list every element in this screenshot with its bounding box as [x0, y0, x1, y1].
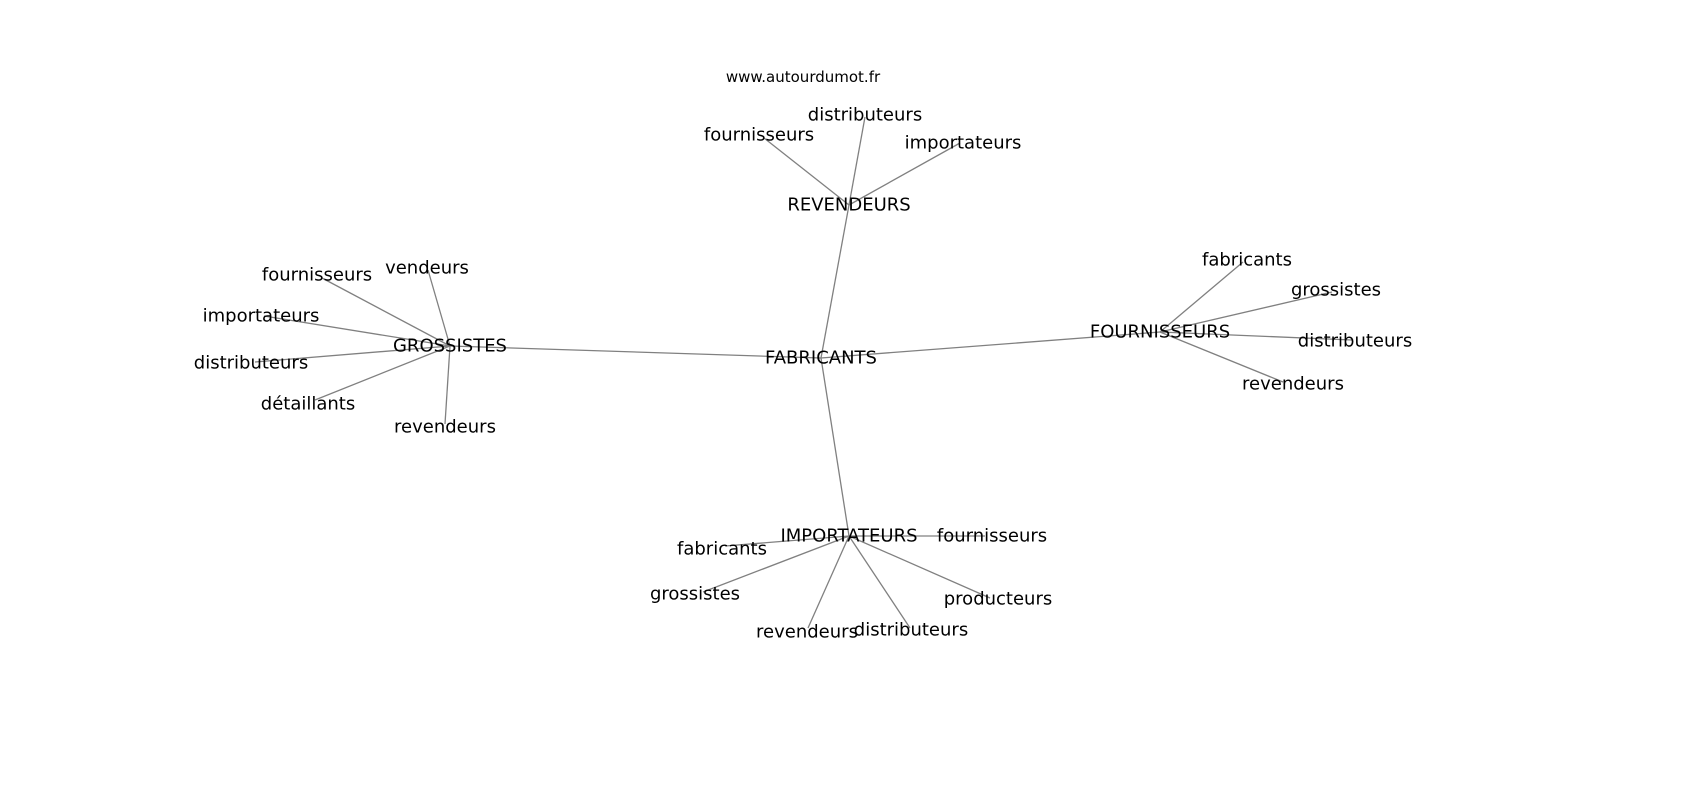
- edge-hub-leaf: [254, 345, 451, 363]
- leaf-node-label[interactable]: fournisseurs: [704, 125, 814, 146]
- leaf-node-label[interactable]: distributeurs: [194, 353, 308, 374]
- leaf-node-label[interactable]: distributeurs: [854, 620, 968, 641]
- edge-hub-leaf: [763, 137, 850, 206]
- hub-node-label[interactable]: FOURNISSEURS: [1090, 322, 1230, 343]
- edge-center-hub: [820, 357, 850, 537]
- watermark-text: www.autourdumot.fr: [726, 68, 881, 86]
- edge-center-hub: [820, 204, 850, 359]
- leaf-node-label[interactable]: distributeurs: [808, 105, 922, 126]
- leaf-node-label[interactable]: fournisseurs: [937, 526, 1047, 547]
- edge-center-hub: [449, 345, 822, 359]
- edge-hub-leaf: [848, 535, 991, 599]
- edge-hub-leaf: [848, 142, 961, 206]
- edge-hub-leaf: [427, 269, 451, 347]
- leaf-node-label[interactable]: revendeurs: [1242, 374, 1344, 395]
- edge-hub-leaf: [724, 535, 850, 547]
- edge-hub-leaf: [1159, 261, 1244, 333]
- leaf-node-label[interactable]: importateurs: [905, 133, 1022, 154]
- leaf-node-label[interactable]: revendeurs: [756, 622, 858, 643]
- edge-hub-leaf: [702, 535, 850, 593]
- edge-hub-leaf: [1159, 331, 1284, 383]
- edge-hub-leaf: [321, 277, 451, 347]
- leaf-node-label[interactable]: producteurs: [944, 589, 1053, 610]
- leaf-node-label[interactable]: revendeurs: [394, 417, 496, 438]
- edge-hub-leaf: [848, 116, 866, 206]
- hub-node-label[interactable]: IMPORTATEURS: [780, 526, 917, 547]
- leaf-node-label[interactable]: grossistes: [1291, 280, 1381, 301]
- leaf-node-label[interactable]: distributeurs: [1298, 331, 1412, 352]
- leaf-node-label[interactable]: vendeurs: [385, 258, 469, 279]
- leaf-node-label[interactable]: fabricants: [1202, 250, 1292, 271]
- edge-hub-leaf: [444, 345, 451, 425]
- edge-hub-leaf: [848, 535, 911, 629]
- edge-hub-leaf: [1159, 331, 1353, 341]
- edge-hub-leaf: [314, 345, 451, 401]
- hub-node-label[interactable]: GROSSISTES: [393, 336, 507, 357]
- edge-center-hub: [820, 331, 1161, 359]
- hub-node-label[interactable]: REVENDEURS: [787, 195, 910, 216]
- leaf-node-label[interactable]: grossistes: [650, 584, 740, 605]
- leaf-node-label[interactable]: fournisseurs: [262, 265, 372, 286]
- center-node-label[interactable]: FABRICANTS: [765, 348, 877, 369]
- leaf-node-label[interactable]: détaillants: [261, 394, 355, 415]
- edge-hub-leaf: [1159, 291, 1333, 333]
- leaf-node-label[interactable]: importateurs: [203, 306, 320, 327]
- leaf-node-label[interactable]: fabricants: [677, 539, 767, 560]
- edge-hub-leaf: [263, 315, 451, 347]
- edge-hub-leaf: [807, 535, 850, 629]
